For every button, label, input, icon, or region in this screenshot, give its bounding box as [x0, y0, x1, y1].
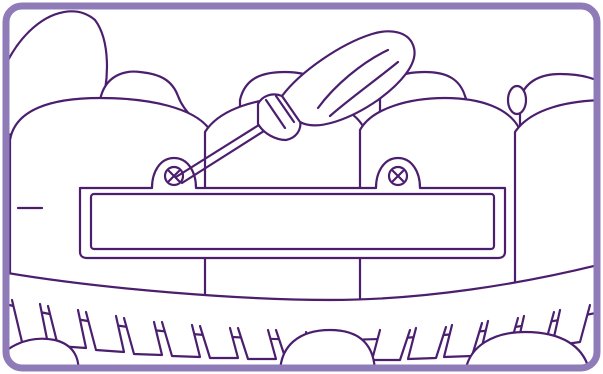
access-panel-inner	[91, 194, 494, 249]
screw-icon	[165, 167, 183, 185]
ring-loop	[508, 86, 526, 114]
screw-icon	[389, 167, 407, 185]
